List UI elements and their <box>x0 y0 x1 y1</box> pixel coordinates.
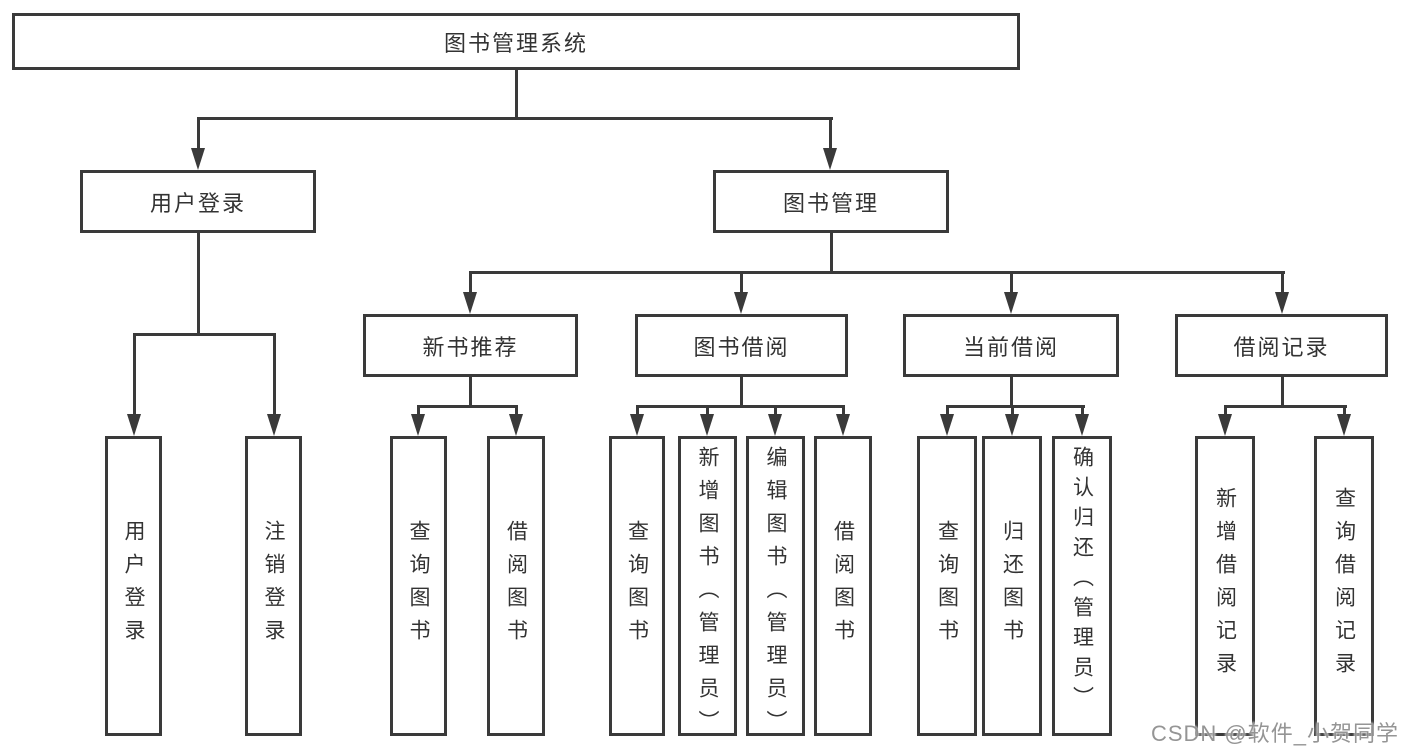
connector-line <box>774 405 777 418</box>
arrow-down-icon <box>411 414 425 436</box>
connector-line <box>1224 405 1347 408</box>
arrow-down-icon <box>734 292 748 314</box>
arrow-down-icon <box>267 414 281 436</box>
node-label: 图书管理 <box>782 190 879 216</box>
node-label: 新增借阅记录 <box>1213 487 1237 685</box>
connector-line <box>1281 377 1284 408</box>
node-label: 归还图书 <box>1000 520 1024 652</box>
connector-line <box>706 405 709 418</box>
connector-line <box>636 405 639 418</box>
leaf-return-books: 归还图书 <box>982 436 1042 736</box>
connector-line <box>1010 377 1013 408</box>
leaf-logout: 注销登录 <box>245 436 302 736</box>
connector-line <box>1281 271 1284 296</box>
connector-line <box>1343 405 1346 418</box>
leaf-borrow-books-newbook: 借阅图书 <box>487 436 545 736</box>
arrow-down-icon <box>1337 414 1351 436</box>
node-user-login: 用户登录 <box>80 170 316 233</box>
node-label: 编辑图书（管理员） <box>764 446 787 743</box>
leaf-borrow-books-borrowing: 借阅图书 <box>814 436 872 736</box>
node-label: 注销登录 <box>262 520 285 652</box>
arrow-down-icon <box>1005 414 1019 436</box>
csdn-watermark: CSDN @软件_小贺同学 <box>1150 721 1399 746</box>
connector-line <box>469 271 472 296</box>
connector-line <box>946 405 949 418</box>
node-book-management: 图书管理 <box>713 170 949 233</box>
arrow-down-icon <box>127 414 141 436</box>
node-label: 查询图书 <box>935 520 959 652</box>
connector-line <box>842 405 845 418</box>
node-label: 用户登录 <box>122 520 145 652</box>
connector-line <box>1010 271 1013 296</box>
leaf-query-books-borrowing: 查询图书 <box>609 436 665 736</box>
leaf-query-borrow-record: 查询借阅记录 <box>1314 436 1374 736</box>
node-new-book-recommendation: 新书推荐 <box>363 314 578 377</box>
node-label: 借阅记录 <box>1233 334 1330 360</box>
connector-line <box>830 233 833 274</box>
node-book-borrowing: 图书借阅 <box>635 314 848 377</box>
arrow-down-icon <box>768 414 782 436</box>
connector-line <box>469 271 1285 274</box>
connector-line <box>829 117 832 150</box>
connector-line <box>417 405 420 418</box>
node-label: 借阅图书 <box>831 520 855 652</box>
node-label: 图书借阅 <box>693 334 790 360</box>
node-root-library-management-system: 图书管理系统 <box>12 13 1020 70</box>
connector-line <box>946 405 1085 408</box>
connector-line <box>133 333 136 416</box>
arrow-down-icon <box>836 414 850 436</box>
connector-line <box>740 377 743 408</box>
leaf-confirm-return-admin: 确认归还（管理员） <box>1052 436 1112 736</box>
arrow-down-icon <box>463 292 477 314</box>
connector-line <box>636 405 845 408</box>
node-label: 当前借阅 <box>962 334 1059 360</box>
arrow-down-icon <box>509 414 523 436</box>
connector-line <box>273 333 276 416</box>
connector-line <box>515 70 518 120</box>
leaf-add-books-admin: 新增图书（管理员） <box>678 436 737 743</box>
arrow-down-icon <box>1218 414 1232 436</box>
arrow-down-icon <box>191 148 205 170</box>
connector-line <box>417 405 518 408</box>
connector-line <box>469 377 472 408</box>
node-label: 图书管理系统 <box>443 30 588 56</box>
node-label: 新书推荐 <box>422 334 519 360</box>
node-label: 新增图书（管理员） <box>696 446 719 743</box>
arrow-down-icon <box>630 414 644 436</box>
arrow-down-icon <box>700 414 714 436</box>
node-label: 确认归还（管理员） <box>1070 446 1094 716</box>
connector-line <box>133 333 276 336</box>
connector-line <box>197 117 833 120</box>
node-current-borrowing: 当前借阅 <box>903 314 1119 377</box>
node-label: 用户登录 <box>149 190 246 216</box>
node-borrowing-records: 借阅记录 <box>1175 314 1388 377</box>
connector-line <box>197 117 200 150</box>
node-label: 查询图书 <box>625 520 649 652</box>
connector-line <box>197 233 200 336</box>
connector-line <box>740 271 743 296</box>
node-label: 借阅图书 <box>504 520 528 652</box>
leaf-query-books-newbook: 查询图书 <box>390 436 447 736</box>
arrow-down-icon <box>823 148 837 170</box>
arrow-down-icon <box>940 414 954 436</box>
leaf-user-login: 用户登录 <box>105 436 162 736</box>
leaf-query-books-current: 查询图书 <box>917 436 977 736</box>
connector-line <box>515 405 518 418</box>
connector-line <box>1224 405 1227 418</box>
node-label: 查询图书 <box>407 520 430 652</box>
connector-line <box>1081 405 1084 418</box>
leaf-edit-books-admin: 编辑图书（管理员） <box>746 436 805 743</box>
arrow-down-icon <box>1075 414 1089 436</box>
connector-line <box>1011 405 1014 418</box>
leaf-add-borrow-record: 新增借阅记录 <box>1195 436 1255 736</box>
arrow-down-icon <box>1004 292 1018 314</box>
arrow-down-icon <box>1275 292 1289 314</box>
node-label: 查询借阅记录 <box>1332 487 1356 685</box>
